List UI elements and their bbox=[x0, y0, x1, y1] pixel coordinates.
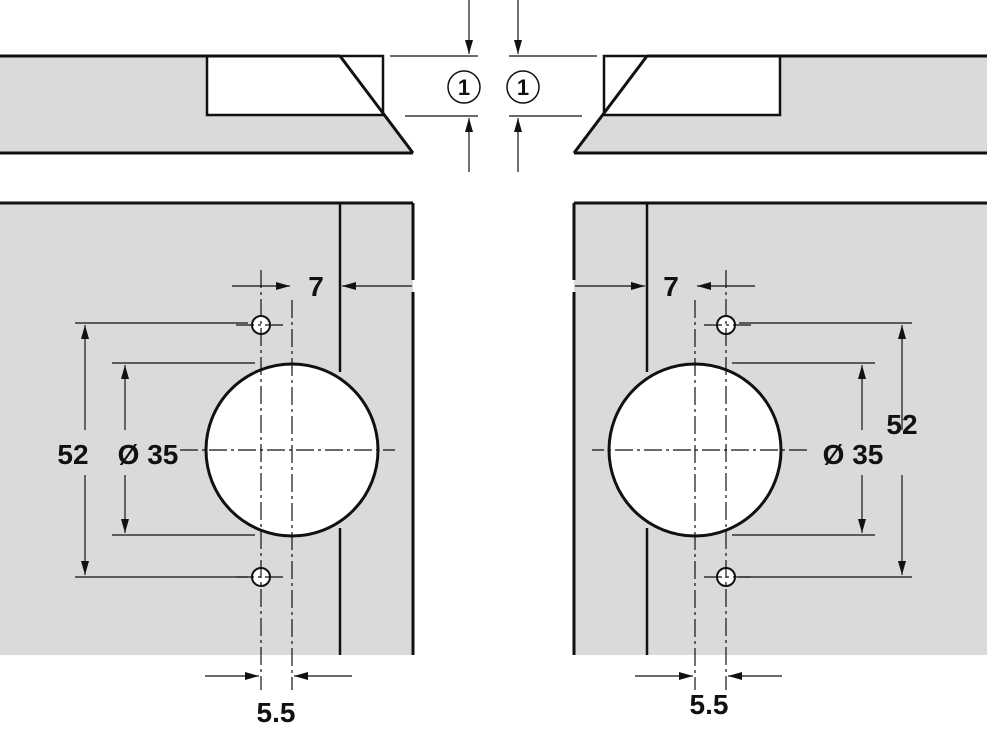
left-offset-label: 7 bbox=[308, 271, 324, 302]
right-cup-diameter-label: Ø 35 bbox=[823, 439, 884, 470]
left-edge-distance-label: 5.5 bbox=[257, 697, 296, 728]
right-drilling-view bbox=[507, 0, 987, 690]
left-hole-spacing-label: 52 bbox=[57, 439, 88, 470]
left-cup-diameter-label: Ø 35 bbox=[118, 439, 179, 470]
right-offset-label: 7 bbox=[663, 271, 679, 302]
gap-label-right: 1 bbox=[517, 75, 529, 100]
right-hole-spacing-label: 52 bbox=[886, 409, 917, 440]
left-drilling-view bbox=[0, 0, 480, 690]
gap-label-left: 1 bbox=[458, 75, 470, 100]
right-edge-distance-label: 5.5 bbox=[690, 689, 729, 720]
